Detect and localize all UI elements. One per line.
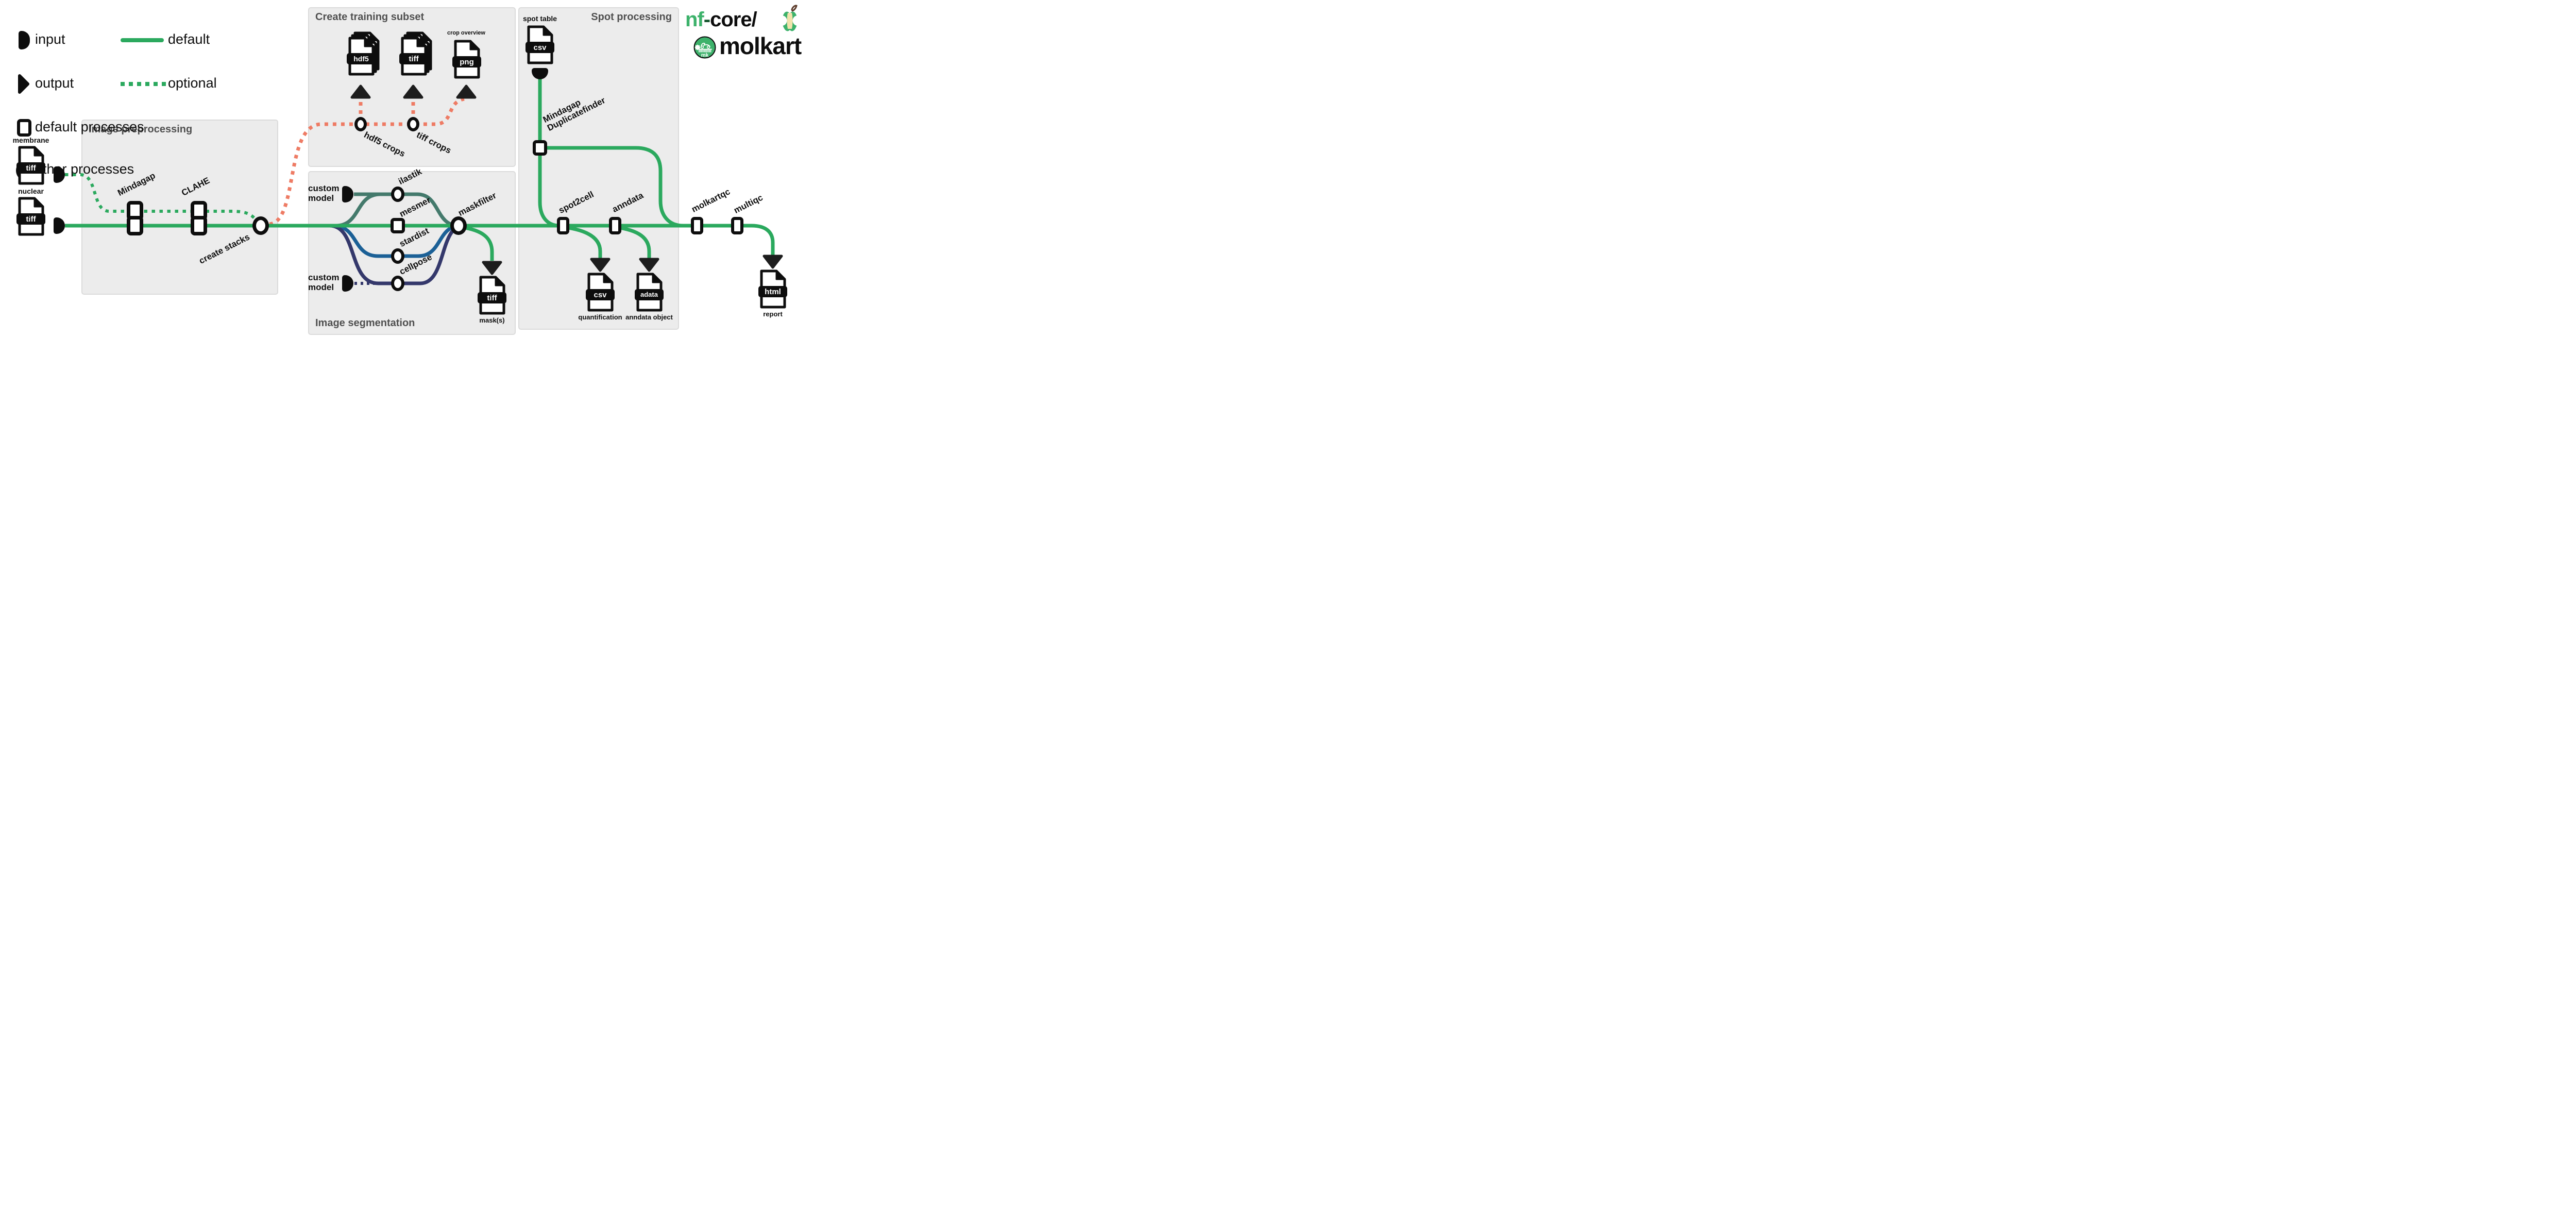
report-caption: report <box>763 310 783 318</box>
edge-spot2cell-out <box>564 225 602 259</box>
edge-maskfilter-out <box>461 225 494 261</box>
membrane-input-marker <box>54 166 65 183</box>
box-image-preprocessing <box>81 120 278 295</box>
create-stacks-node <box>252 216 269 235</box>
hdf5-filetype: hdf5 <box>353 55 369 63</box>
spot-table-caption: spot table <box>522 14 557 23</box>
membrane-caption: membrane <box>12 136 49 144</box>
quantification-filetype: csv <box>594 291 607 299</box>
nuclear-input-marker <box>54 217 65 234</box>
anndata-node <box>609 217 621 234</box>
tiff-output-triangle <box>403 84 423 99</box>
masks-caption: mask(s) <box>479 316 505 324</box>
png-file-icon: png <box>452 40 481 79</box>
spot-table-input-marker <box>532 68 548 79</box>
spot2cell-node <box>557 217 569 234</box>
ilastik-node <box>391 187 404 202</box>
nuclear-tiff-file-icon: tiff <box>16 197 45 236</box>
masks-output-triangle <box>482 261 502 275</box>
hdf5-file-icon: hdf5 <box>347 37 376 76</box>
png-output-triangle <box>456 84 477 99</box>
duplicatefinder-node <box>533 140 547 156</box>
multiqc-node <box>731 217 743 234</box>
anndata-object-caption: anndata object <box>625 313 673 321</box>
badge-mk-text: mk <box>701 53 709 58</box>
edge-anndata-out <box>616 225 651 259</box>
molkart-wordmark: molkart <box>719 32 802 59</box>
clahe-node <box>191 201 207 235</box>
title-spot-processing: Spot processing <box>591 11 672 23</box>
nf-core-wordmark: nf-core/ <box>685 8 757 31</box>
apple-core-icon <box>781 5 799 31</box>
title-image-segmentation: Image segmentation <box>315 317 415 329</box>
custom-model-bottom-marker <box>342 275 353 292</box>
molkart-mk-badge: mk <box>693 36 716 59</box>
membrane-tiff-file-icon: tiff <box>16 146 45 185</box>
cellpose-node <box>391 276 404 291</box>
report-html-file-icon: html <box>758 269 787 309</box>
legend-output-icon <box>18 74 29 94</box>
legend-optional-line-swatch <box>121 82 166 86</box>
legend-other-processes-label: other processes <box>35 161 134 177</box>
masks-tiff-file-icon: tiff <box>478 276 506 315</box>
legend-output-label: output <box>35 75 74 91</box>
crop-overview-caption: crop overview <box>447 30 485 36</box>
mindagap-node <box>127 201 143 235</box>
quantification-output-triangle <box>590 258 611 272</box>
molkart-pipeline-diagram: Image preprocessing Create training subs… <box>0 0 808 340</box>
legend-default-line-swatch <box>121 38 164 42</box>
custom-model-top-label: custom model <box>308 183 340 204</box>
edge-training-optional <box>269 97 465 226</box>
edge-duplicatefinder-bypass <box>547 146 684 228</box>
hdf5-crops-node <box>354 117 367 131</box>
membrane-filetype: tiff <box>26 164 36 173</box>
png-filetype: png <box>460 58 474 66</box>
report-filetype: html <box>765 287 781 296</box>
legend-default-process-icon <box>17 119 31 137</box>
edge-cellpose-branch <box>329 224 464 285</box>
adata-filetype: adata <box>640 291 658 298</box>
molkartqc-node <box>691 217 703 234</box>
edge-membrane-optional <box>65 173 259 222</box>
legend-input-icon <box>19 31 30 49</box>
maskfilter-node <box>450 216 467 235</box>
legend-optional-line-label: optional <box>168 75 217 91</box>
nuclear-caption: nuclear <box>18 187 44 195</box>
legend-default-processes-label: default processes <box>35 119 144 134</box>
edge-main-default <box>65 224 775 256</box>
custom-model-bottom-label: custom model <box>308 273 340 293</box>
tiff-crops-filetype: tiff <box>409 55 419 63</box>
legend-default-line-label: default <box>168 31 210 47</box>
mindagap-node-bottom <box>127 216 143 235</box>
mesmer-node <box>391 218 405 233</box>
logo-nf: nf <box>685 8 704 31</box>
tiff-crops-file-icon: tiff <box>399 37 428 76</box>
quantification-csv-file-icon: csv <box>586 273 615 312</box>
anndata-adata-file-icon: adata <box>635 273 664 312</box>
title-create-training-subset: Create training subset <box>315 11 425 23</box>
title-image-preprocessing: Image preprocessing <box>89 124 193 135</box>
stardist-node <box>391 248 404 264</box>
spot-table-csv-file-icon: csv <box>526 25 554 64</box>
tiff-crops-node <box>407 117 419 131</box>
hdf5-output-triangle <box>350 84 371 99</box>
legend-input-label: input <box>35 31 65 47</box>
anndata-object-output-triangle <box>639 258 659 272</box>
spot-table-filetype: csv <box>533 43 547 52</box>
quantification-caption: quantification <box>578 313 622 321</box>
report-output-triangle <box>762 255 783 269</box>
logo-dash: - <box>703 8 710 31</box>
custom-model-top-marker <box>342 186 353 202</box>
logo-core: core/ <box>710 8 757 31</box>
nuclear-filetype: tiff <box>26 215 36 224</box>
clahe-node-bottom <box>191 216 207 235</box>
masks-filetype: tiff <box>487 294 497 302</box>
